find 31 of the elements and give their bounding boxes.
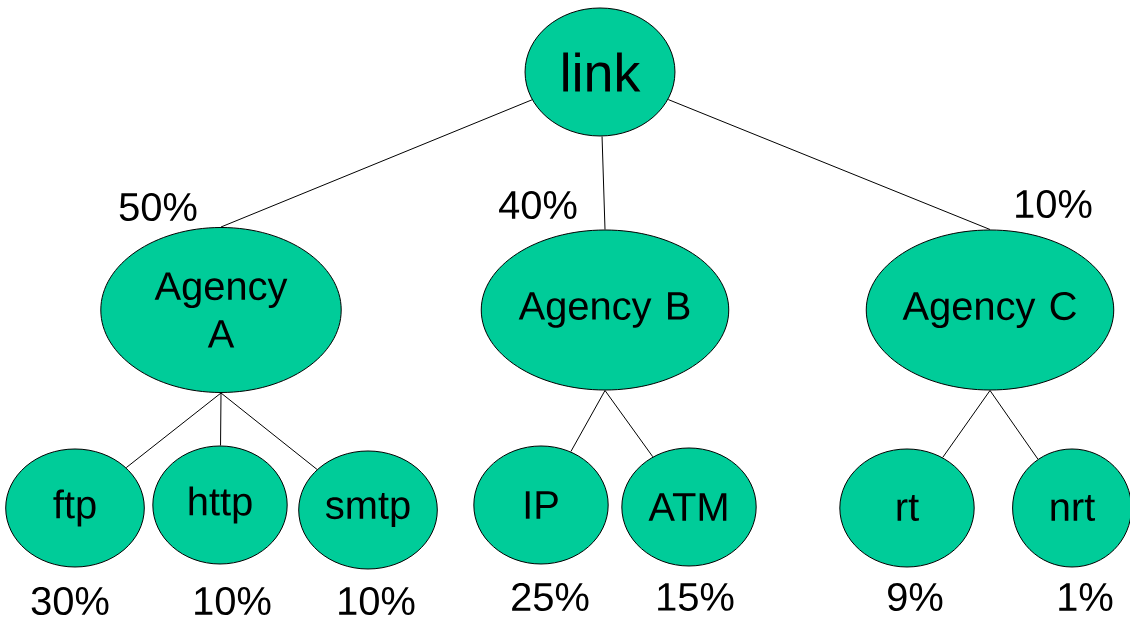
tree-node: IP [473,445,609,565]
percentage-label: 25% [512,582,589,612]
connector-line [220,392,318,470]
connector-line [125,392,222,469]
connector-line [570,390,606,453]
tree-node: Agency A [100,227,342,393]
tree-node: smtp [298,450,438,570]
connector-line [604,390,654,458]
connector-line [601,135,606,230]
percentage-label: 30% [31,586,109,616]
percentage-label: 15% [658,583,734,611]
percentage-label: 1% [1059,583,1113,611]
tree-node: ftp [5,448,145,568]
percentage-label: 50% [119,192,197,222]
percentage-label: 40% [499,190,577,220]
tree-node: ATM [621,447,757,567]
connector-line [667,99,991,230]
tree-node: http [152,445,288,565]
connector-line [220,392,222,446]
connector-line [989,390,1039,460]
percentage-label: 10% [195,586,271,616]
percentage-label: 10% [1016,189,1092,219]
tree-node: nrt [1012,448,1130,568]
tree-node: link [524,7,676,137]
tree-node: Agency B [480,229,730,391]
tree-node: rt [839,448,975,568]
tree-node: Agency C [865,229,1115,391]
connector-line [220,99,533,228]
connector-line [942,390,991,458]
percentage-label: 10% [339,586,415,616]
percentage-label: 9% [888,582,943,612]
